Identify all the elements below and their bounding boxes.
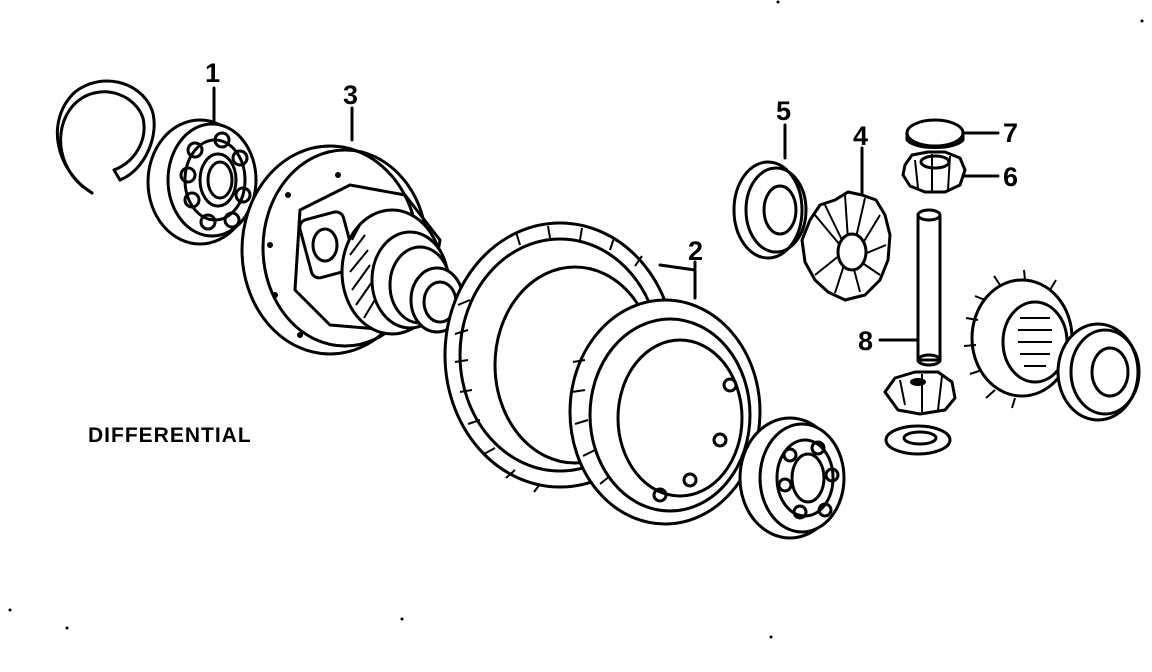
callout-7: 7	[1003, 118, 1018, 148]
ring-gear-inner	[568, 298, 762, 526]
ball-bearing-right	[738, 416, 846, 540]
callout-2: 2	[688, 236, 703, 266]
side-gear-right	[963, 269, 1074, 409]
pinion-washer-lower	[884, 424, 952, 456]
pinion-washer	[905, 118, 965, 149]
pinion-gear	[901, 150, 967, 194]
case-hub	[388, 245, 465, 334]
callout-4: 4	[853, 121, 868, 151]
ball-bearing-left	[146, 118, 258, 246]
bevel-gear	[800, 190, 892, 302]
thrust-washer-right	[1056, 322, 1141, 422]
pinion-shaft	[916, 208, 942, 367]
callout-8: 8	[858, 326, 873, 356]
callout-5: 5	[776, 96, 791, 126]
snap-ring	[55, 79, 156, 195]
thrust-washer	[732, 160, 808, 260]
callout-3: 3	[343, 80, 358, 110]
diagram-caption: DIFFERENTIAL	[88, 424, 252, 447]
differential-case	[240, 144, 465, 356]
callout-6: 6	[1003, 162, 1018, 192]
scan-specks	[8, 0, 1144, 639]
leader-lines	[212, 86, 1000, 342]
callout-1: 1	[205, 58, 220, 88]
pinion-gear-lower	[883, 370, 957, 416]
